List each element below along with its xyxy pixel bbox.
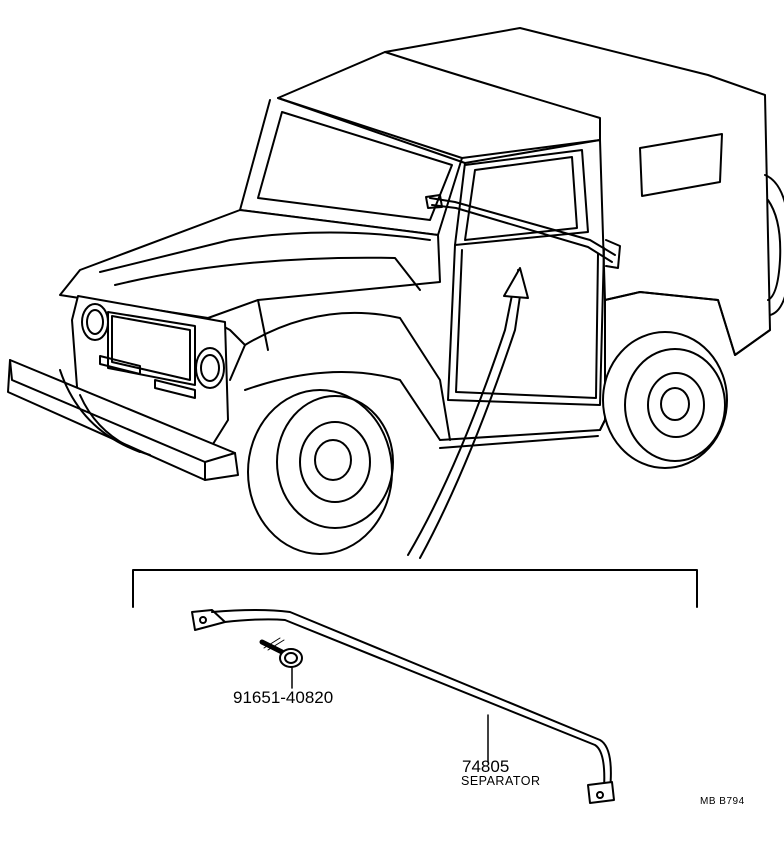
vehicle-illustration — [7, 27, 784, 555]
part-number-separator: 74805 — [462, 757, 510, 776]
separator-part — [191, 609, 615, 804]
assembly-bracket — [132, 569, 698, 608]
callout-arrow — [407, 267, 529, 559]
part-number-bolt: 91651-40820 — [233, 688, 334, 707]
diagram-reference-code: MB B794 — [700, 796, 745, 807]
bolt-part — [259, 637, 303, 689]
part-name-separator: SEPARATOR — [461, 774, 541, 788]
